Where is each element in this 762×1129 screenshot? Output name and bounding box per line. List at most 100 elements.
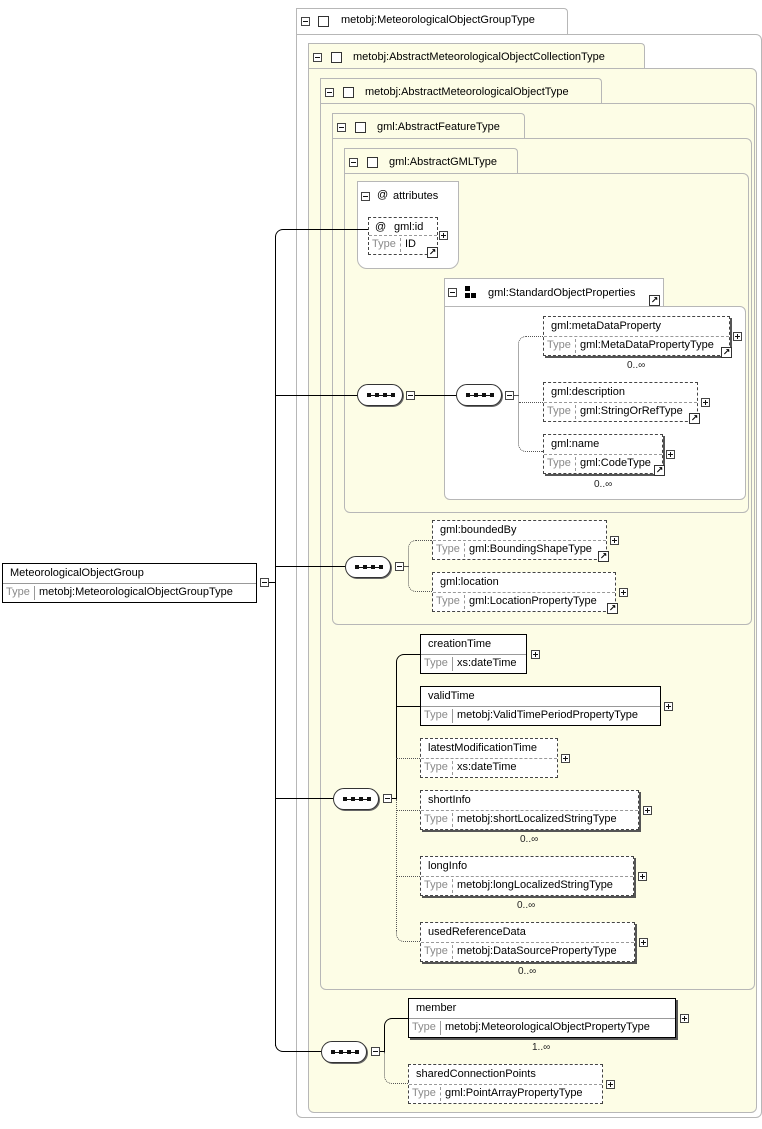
group-checkbox-icon[interactable] — [331, 52, 342, 63]
element-gml-boundedby[interactable]: gml:boundedBy Type gml:BoundingShapeType — [432, 520, 607, 560]
connector-curve — [275, 229, 287, 241]
expand-icon[interactable] — [664, 702, 673, 711]
element-gml-metadataproperty[interactable]: gml:metaDataProperty Type gml:MetaDataPr… — [543, 316, 730, 356]
attribute-gml-id[interactable]: @ gml:id Type ID — [368, 217, 438, 255]
type-label: Type — [424, 709, 448, 721]
type-row: Type gml:StringOrRefType — [544, 402, 697, 421]
type-row: Type gml:BoundingShapeType — [433, 540, 606, 559]
type-label: Type — [436, 543, 460, 555]
collapse-icon[interactable] — [313, 53, 322, 62]
sequence-compositor-icon[interactable] — [345, 556, 391, 578]
expand-icon[interactable] — [439, 231, 448, 240]
element-gml-location[interactable]: gml:location Type gml:LocationPropertyTy… — [432, 572, 616, 612]
type-row: Type gml:PointArrayPropertyType — [409, 1084, 602, 1103]
type-value: metobj:longLocalizedStringType — [452, 879, 613, 893]
connector-line — [415, 395, 457, 396]
collapse-icon[interactable] — [505, 391, 514, 400]
expand-icon[interactable] — [666, 450, 675, 459]
cardinality: 0..∞ — [517, 900, 536, 911]
expand-icon[interactable] — [701, 398, 710, 407]
sequence-compositor-icon[interactable] — [333, 788, 379, 810]
group-tab-meteorological-object-group-type[interactable]: metobj:MeteorologicalObjectGroupType — [296, 8, 568, 34]
collapse-icon[interactable] — [349, 158, 358, 167]
connector-curve — [275, 1040, 287, 1052]
collapse-icon[interactable] — [371, 1047, 380, 1056]
element-gml-name[interactable]: gml:name Type gml:CodeType — [543, 434, 663, 474]
connector-line — [275, 236, 276, 1046]
type-row: Type metobj:ValidTimePeriodPropertyType — [421, 706, 660, 725]
element-name: MeteorologicalObjectGroup — [10, 567, 144, 579]
collapse-icon[interactable] — [395, 562, 404, 571]
element-latestmodificationtime[interactable]: latestModificationTime Type xs:dateTime — [420, 738, 558, 778]
expand-icon[interactable] — [610, 536, 619, 545]
collapse-icon[interactable] — [383, 794, 392, 803]
collapse-icon[interactable] — [337, 123, 346, 132]
collapse-icon[interactable] — [260, 578, 269, 587]
connector-line — [276, 395, 358, 396]
element-shortinfo[interactable]: shortInfo Type metobj:shortLocalizedStri… — [420, 790, 639, 830]
element-member[interactable]: member Type metobj:MeteorologicalObjectP… — [408, 998, 676, 1038]
group-tab-abstract-gml-type[interactable]: gml:AbstractGMLType — [344, 148, 518, 174]
connector-curve — [384, 1052, 408, 1084]
group-title: metobj:MeteorologicalObjectGroupType — [341, 14, 535, 26]
type-label: Type — [424, 945, 448, 957]
root-element-meteorologicalobjectgroup[interactable]: MeteorologicalObjectGroup Type metobj:Me… — [2, 563, 257, 603]
expand-icon[interactable] — [638, 872, 647, 881]
element-name: gml:name — [551, 438, 600, 450]
type-link-icon[interactable]: ↗ — [721, 347, 732, 358]
expand-icon[interactable] — [680, 1014, 689, 1023]
cardinality: 1..∞ — [532, 1042, 551, 1053]
type-link-icon[interactable]: ↗ — [427, 247, 438, 258]
type-link-icon[interactable]: ↗ — [649, 295, 660, 306]
type-link-icon[interactable]: ↗ — [598, 551, 609, 562]
group-tab-abstract-feature-type[interactable]: gml:AbstractFeatureType — [332, 113, 525, 139]
sequence-compositor-icon[interactable] — [456, 384, 502, 406]
expand-icon[interactable] — [561, 754, 570, 763]
connector-curve — [408, 540, 432, 592]
element-longinfo[interactable]: longInfo Type metobj:longLocalizedString… — [420, 856, 634, 896]
group-tab-abstract-collection-type[interactable]: metobj:AbstractMeteorologicalObjectColle… — [308, 43, 645, 69]
group-checkbox-icon[interactable] — [318, 16, 329, 27]
connector-line — [396, 810, 420, 811]
type-label: Type — [424, 761, 448, 773]
type-link-icon[interactable]: ↗ — [689, 413, 700, 424]
group-title: gml:AbstractGMLType — [389, 156, 497, 168]
cardinality: 0..∞ — [520, 834, 539, 845]
element-name: sharedConnectionPoints — [416, 1068, 536, 1080]
collapse-icon[interactable] — [448, 288, 457, 297]
collapse-icon[interactable] — [361, 192, 370, 201]
element-validtime[interactable]: validTime Type metobj:ValidTimePeriodPro… — [420, 686, 661, 726]
expand-icon[interactable] — [733, 332, 742, 341]
type-label: Type — [412, 1021, 436, 1033]
type-link-icon[interactable]: ↗ — [607, 603, 618, 614]
type-value: xs:dateTime — [452, 657, 517, 671]
expand-icon[interactable] — [639, 938, 648, 947]
type-label: Type — [424, 813, 448, 825]
group-checkbox-icon[interactable] — [367, 157, 378, 168]
group-checkbox-icon[interactable] — [343, 87, 354, 98]
element-gml-description[interactable]: gml:description Type gml:StringOrRefType — [543, 382, 698, 422]
connector-line — [396, 758, 420, 759]
expand-icon[interactable] — [531, 650, 540, 659]
element-name: shortInfo — [428, 794, 471, 806]
collapse-icon[interactable] — [406, 391, 415, 400]
connector-line — [287, 229, 368, 230]
attributes-header: attributes — [393, 190, 439, 202]
type-value: metobj:ValidTimePeriodPropertyType — [452, 709, 638, 723]
element-creationtime[interactable]: creationTime Type xs:dateTime — [420, 634, 527, 674]
group-checkbox-icon[interactable] — [355, 122, 366, 133]
collapse-icon[interactable] — [325, 88, 334, 97]
element-usedreferencedata[interactable]: usedReferenceData Type metobj:DataSource… — [420, 922, 635, 962]
type-label: Type — [547, 339, 571, 351]
expand-icon[interactable] — [606, 1080, 615, 1089]
element-sharedconnectionpoints[interactable]: sharedConnectionPoints Type gml:PointArr… — [408, 1064, 603, 1104]
expand-icon[interactable] — [619, 588, 628, 597]
sequence-compositor-icon[interactable] — [321, 1041, 367, 1063]
collapse-icon[interactable] — [301, 17, 310, 26]
type-link-icon[interactable]: ↗ — [654, 465, 665, 476]
sequence-compositor-icon[interactable] — [357, 384, 403, 406]
expand-icon[interactable] — [643, 806, 652, 815]
type-row: Type metobj:shortLocalizedStringType — [421, 810, 638, 829]
type-value: gml:StringOrRefType — [575, 405, 683, 419]
group-tab-abstract-meteorological-object-type[interactable]: metobj:AbstractMeteorologicalObjectType — [320, 78, 602, 104]
